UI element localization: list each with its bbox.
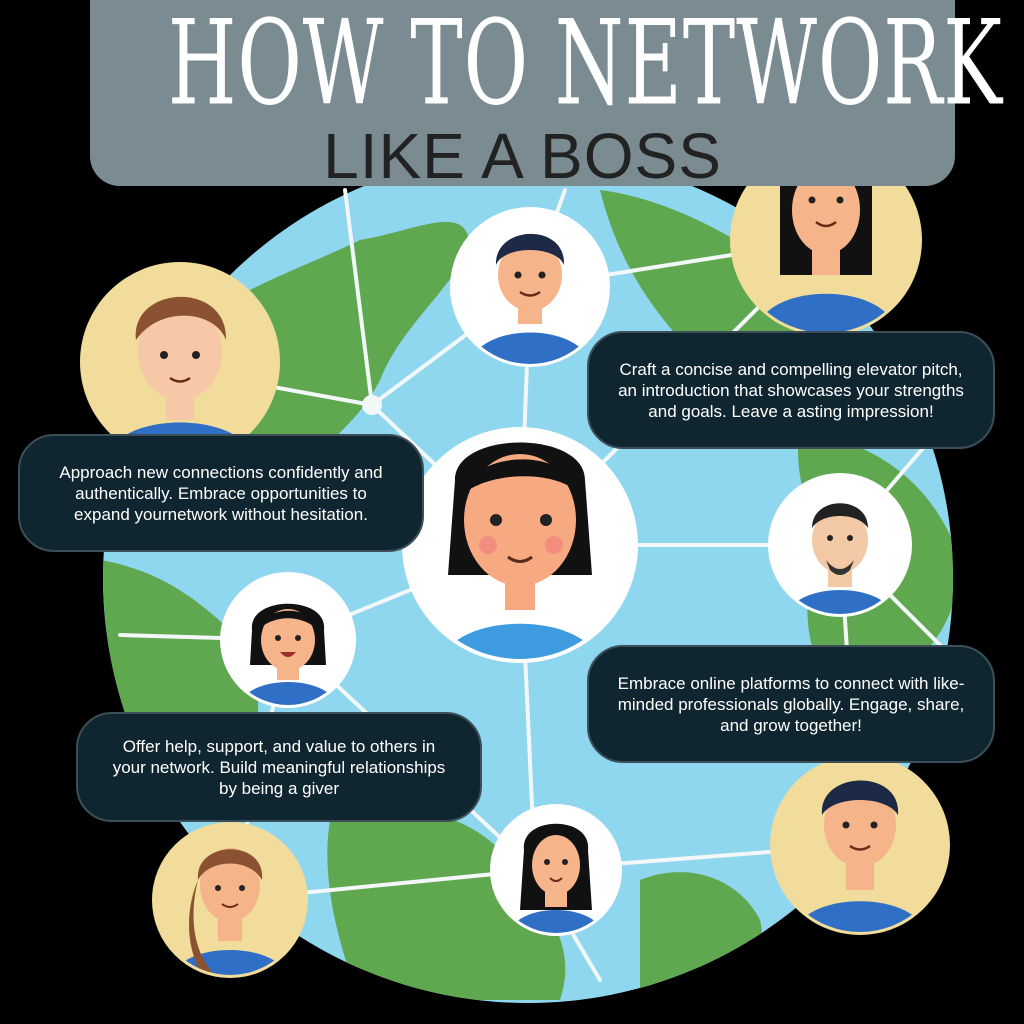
tip-bubble-be-a-giver: Offer help, support, and value to others… <box>76 712 482 822</box>
portrait-woman-top-right <box>730 144 922 336</box>
portrait-center-woman <box>402 427 638 663</box>
tip-bubble-online-platforms: Embrace online platforms to connect with… <box>587 645 995 763</box>
portrait-woman-bottom-center <box>490 804 622 936</box>
tip-text: Embrace online platforms to connect with… <box>617 673 965 735</box>
tip-text: Approach new connections confidently and… <box>59 462 383 524</box>
tip-text: Craft a concise and compelling elevator … <box>618 359 964 421</box>
portrait-woman-left-middle <box>220 572 356 708</box>
portrait-man-bottom-right <box>770 755 950 935</box>
portrait-man-top-center <box>450 207 610 367</box>
portrait-woman-bottom-left <box>152 822 308 978</box>
page-title: HOW TO NETWORK <box>167 0 1003 132</box>
portrait-boy-left <box>80 262 280 462</box>
tip-text: Offer help, support, and value to others… <box>112 736 446 798</box>
tip-bubble-elevator-pitch: Craft a concise and compelling elevator … <box>587 331 995 449</box>
tip-bubble-approach-connections: Approach new connections confidently and… <box>18 434 424 552</box>
network-node <box>362 395 382 415</box>
header-banner: HOW TO NETWORK LIKE A BOSS <box>90 0 1003 192</box>
page-subtitle: LIKE A BOSS <box>323 120 722 192</box>
